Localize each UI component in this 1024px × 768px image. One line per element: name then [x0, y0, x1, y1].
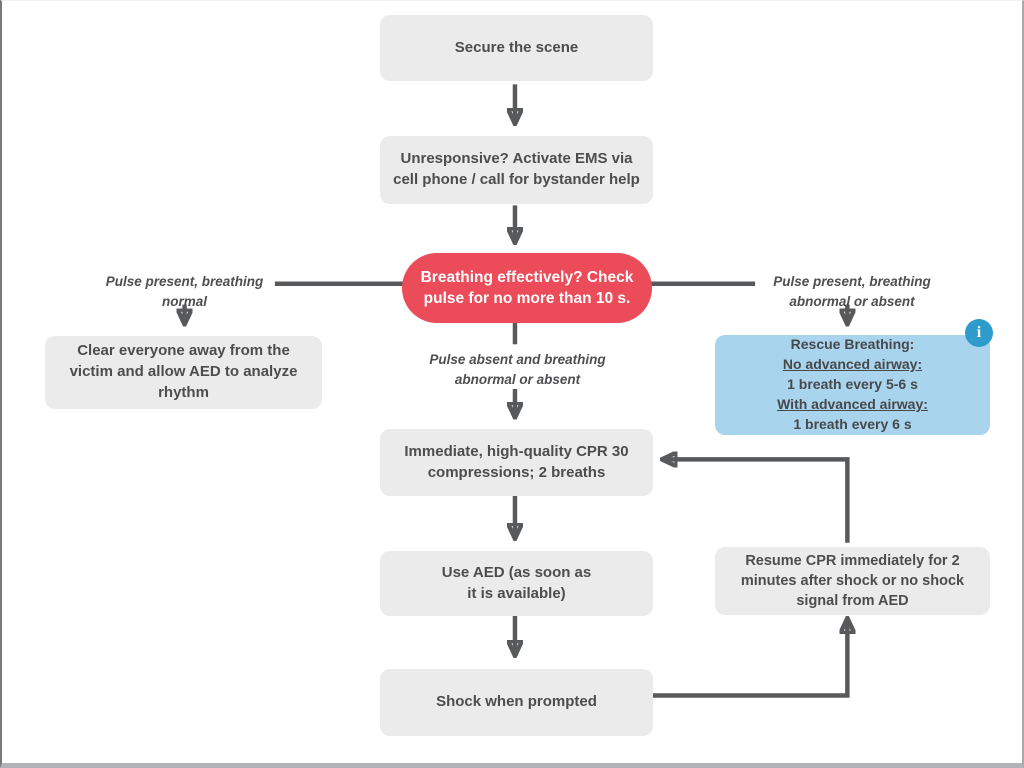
node-rescue-breathing: Rescue Breathing: No advanced airway: 1 … — [715, 335, 990, 435]
edge-label-pulse-breathing-normal: Pulse present, breathing normal — [87, 272, 282, 311]
edge-label-pulse-absent: Pulse absent and breathing abnormal or a… — [420, 350, 615, 389]
edge-label-text: normal — [161, 293, 207, 309]
node-text: Unresponsive? Activate EMS via — [400, 150, 633, 168]
node-text: Use AED (as soon as — [441, 563, 592, 581]
node-text: Resume CPR immediately for 2 — [745, 553, 960, 569]
node-text: Breathing effectively? Check — [420, 268, 634, 286]
edge-label-text: Pulse present, breathing — [105, 274, 264, 289]
node-text: With advanced airway: — [777, 395, 928, 412]
edge-label-text: abnormal or absent — [454, 371, 581, 387]
node-text: victim and allow AED to analyze — [69, 363, 298, 381]
node-text: No advanced airway: — [782, 356, 923, 373]
node-text: compressions; 2 breaths — [427, 463, 606, 481]
node-resume-cpr: Resume CPR immediately for 2 minutes aft… — [715, 547, 990, 615]
node-text: 1 breath every 6 s — [793, 415, 912, 432]
node-text: Immediate, high-quality CPR 30 — [404, 442, 629, 460]
node-text: Rescue Breathing: — [790, 336, 915, 353]
arrow-resume-to-cpr-loop — [664, 459, 850, 543]
info-icon[interactable]: i — [965, 319, 993, 347]
node-text: signal from AED — [796, 593, 909, 609]
edge-label-text: Pulse absent and breathing — [429, 352, 606, 367]
edge-label-pulse-breathing-abnormal: Pulse present, breathing abnormal or abs… — [757, 272, 947, 311]
edge-label-text: abnormal or absent — [789, 293, 915, 309]
node-breathing-check: Breathing effectively? Check pulse for n… — [402, 253, 652, 323]
arrow-shock-to-resume-loop — [651, 620, 847, 698]
info-icon-glyph: i — [976, 324, 982, 341]
node-shock-when-prompted: Shock when prompted — [380, 669, 653, 736]
node-text: Shock when prompted — [436, 693, 597, 711]
node-text: 1 breath every 5-6 s — [787, 376, 918, 393]
edge-label-text: Pulse present, breathing — [773, 274, 931, 289]
node-text: it is available) — [467, 584, 566, 602]
node-text: Clear everyone away from the — [77, 342, 290, 360]
node-text: Secure the scene — [454, 38, 579, 56]
node-text: cell phone / call for bystander help — [393, 171, 640, 188]
node-clear-everyone-away: Clear everyone away from the victim and … — [45, 336, 322, 409]
node-text: rhythm — [158, 383, 209, 401]
node-text: pulse for no more than 10 s. — [423, 290, 631, 307]
node-immediate-cpr: Immediate, high-quality CPR 30 compressi… — [380, 429, 653, 496]
node-text: minutes after shock or no shock — [740, 573, 965, 589]
node-use-aed: Use AED (as soon as it is available) — [380, 551, 653, 616]
node-activate-ems: Unresponsive? Activate EMS via cell phon… — [380, 136, 653, 204]
node-secure-scene: Secure the scene — [380, 15, 653, 81]
